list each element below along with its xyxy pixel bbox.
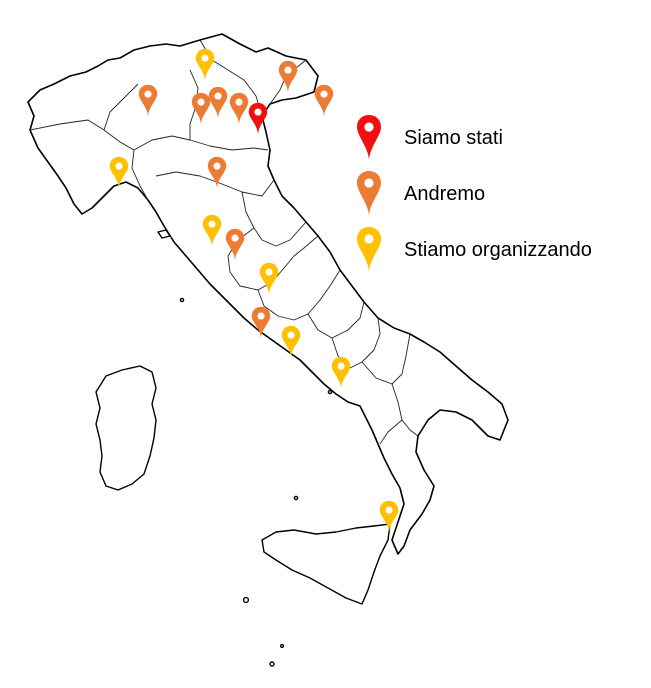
islet [179, 297, 185, 303]
map-pin-icon [207, 156, 227, 190]
legend-label-planned: Andremo [404, 182, 486, 205]
map-pin-icon [357, 115, 381, 161]
legend-item-visited: Siamo stati [356, 110, 646, 166]
map-marker-planned [314, 84, 334, 118]
map-pin-icon [138, 84, 158, 118]
legend-item-planned: Andremo [356, 166, 646, 222]
legend-label-visited: Siamo stati [404, 126, 503, 149]
legend-pin-visited [357, 115, 381, 161]
islet [269, 661, 275, 667]
map-marker-organizing [109, 156, 129, 190]
islet [242, 596, 250, 604]
mainland-italy [27, 33, 509, 555]
islet [327, 389, 333, 395]
map-marker-organizing [195, 48, 215, 82]
map-marker-organizing [281, 325, 301, 359]
map-pin-icon [191, 92, 211, 126]
map-pin-icon [379, 500, 399, 534]
map-marker-planned [191, 92, 211, 126]
map-marker-planned [225, 228, 245, 262]
map-marker-planned [278, 60, 298, 94]
map-pin-icon [251, 306, 271, 340]
map-marker-planned [208, 86, 228, 120]
sardegna [95, 365, 157, 491]
legend-pin-planned [357, 171, 381, 217]
map-pin-icon [259, 262, 279, 296]
map-pin-icon [202, 214, 222, 248]
map-marker-organizing [202, 214, 222, 248]
legend-pin-organizing [357, 227, 381, 273]
map-pin-icon [331, 356, 351, 390]
map-pin-icon [314, 84, 334, 118]
map-marker-visited [248, 102, 268, 136]
map-pin-icon [109, 156, 129, 190]
legend: Siamo stati Andremo Stiamo organizzando [356, 110, 646, 278]
map-pin-icon [357, 171, 381, 217]
map-pin-icon [229, 92, 249, 126]
map-pin-icon [278, 60, 298, 94]
elba [157, 229, 171, 239]
map-marker-planned [229, 92, 249, 126]
map-pin-icon [248, 102, 268, 136]
map-pin-icon [225, 228, 245, 262]
map-marker-planned [138, 84, 158, 118]
map-marker-organizing [331, 356, 351, 390]
legend-label-organizing: Stiamo organizzando [404, 238, 592, 261]
map-pin-icon [208, 86, 228, 120]
map-marker-planned [207, 156, 227, 190]
map-pin-icon [357, 227, 381, 273]
map-pin-icon [281, 325, 301, 359]
islet [293, 495, 299, 501]
map-pin-icon [195, 48, 215, 82]
islet [279, 643, 285, 649]
legend-item-organizing: Stiamo organizzando [356, 222, 646, 278]
map-marker-organizing [259, 262, 279, 296]
sicilia [261, 523, 391, 605]
map-marker-planned [251, 306, 271, 340]
map-marker-organizing [379, 500, 399, 534]
